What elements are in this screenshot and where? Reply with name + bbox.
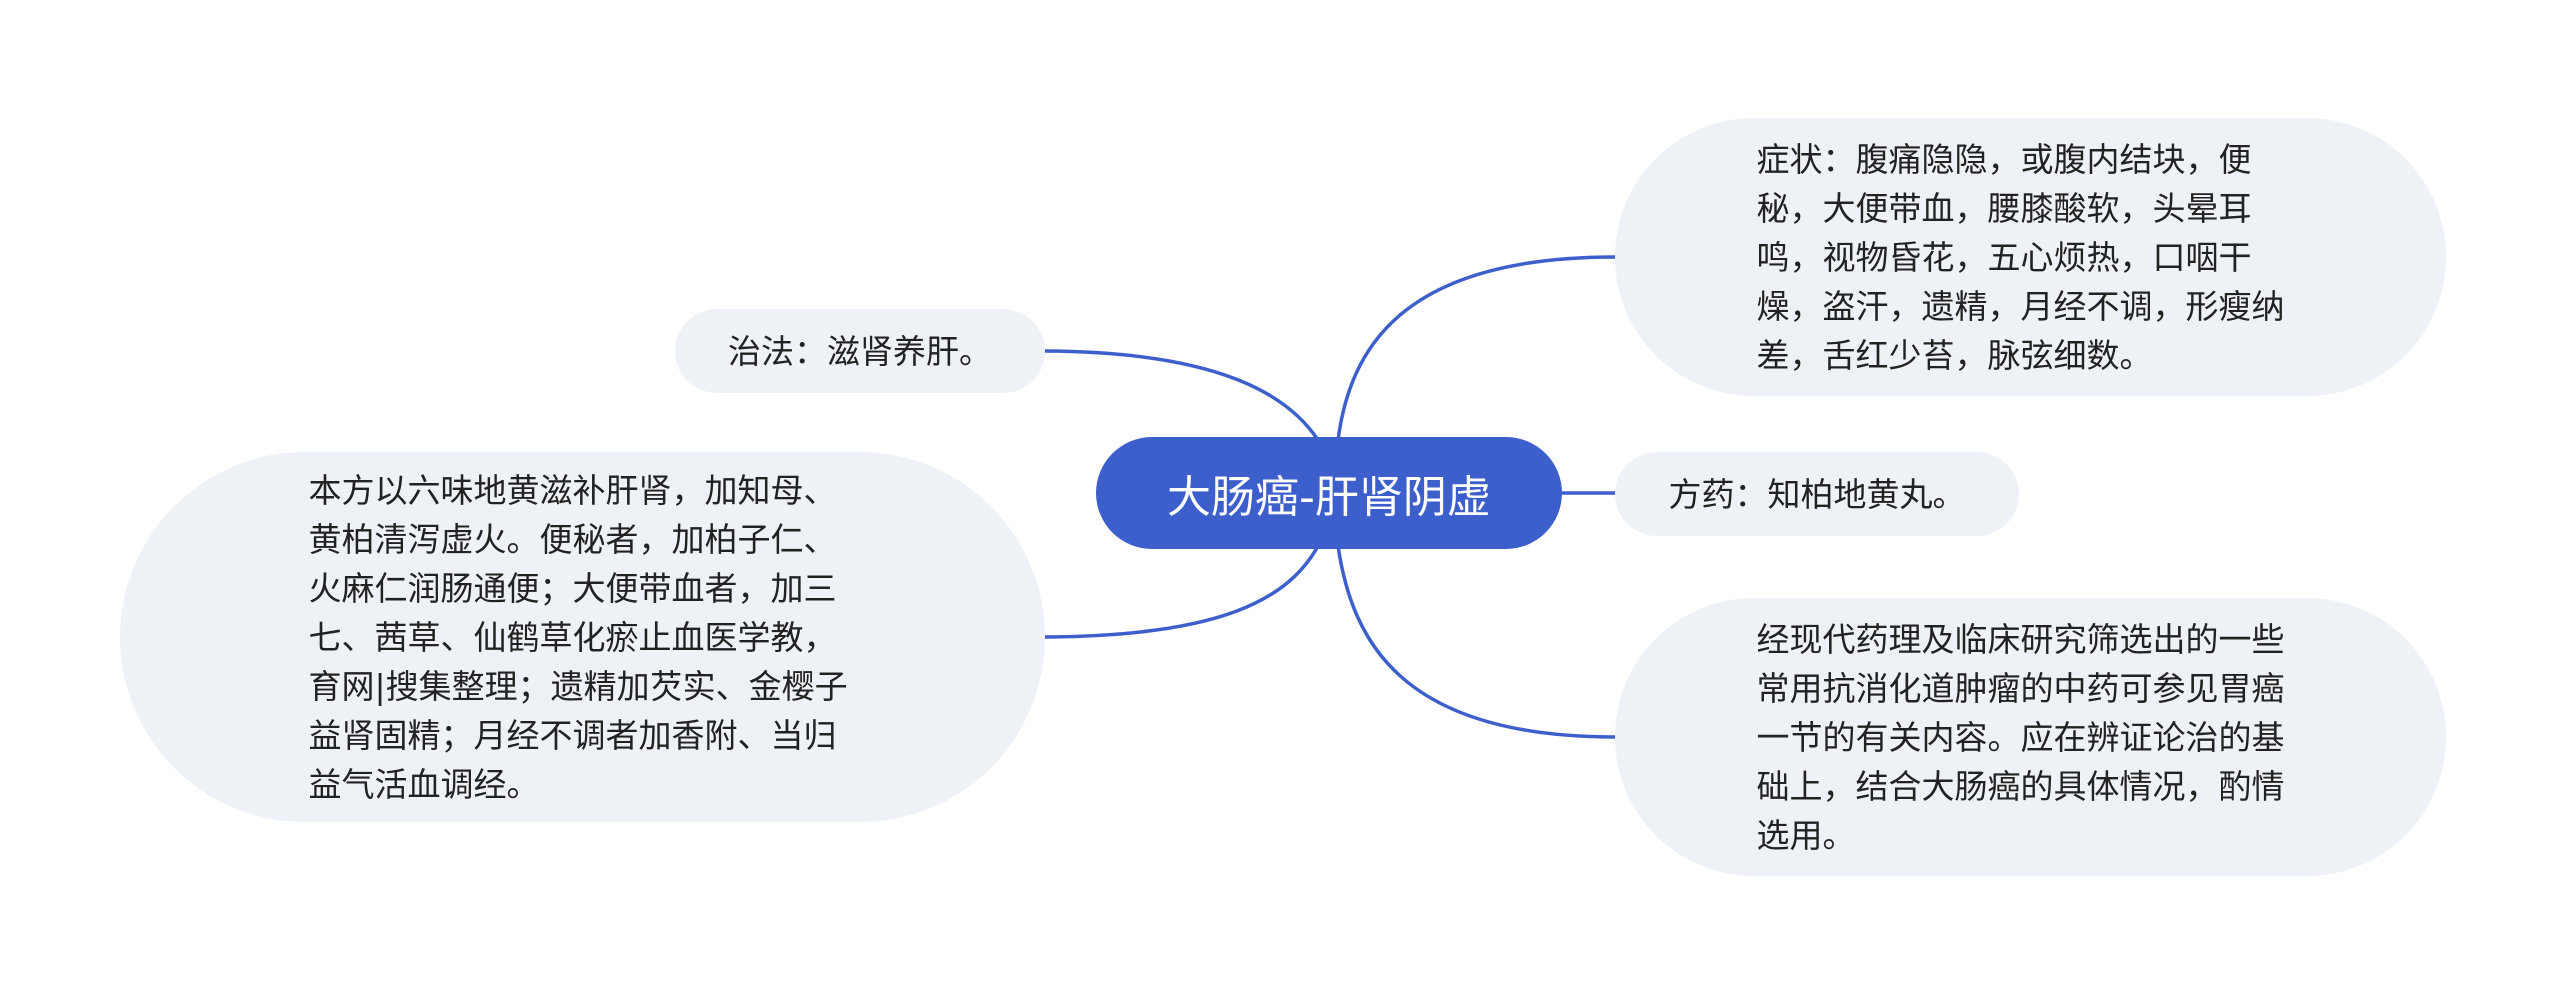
branch-herbs[interactable]: 经现代药理及临床研究筛选出的一些常用抗消化道肿瘤的中药可参见胃癌一节的有关内容。… <box>1615 598 2446 876</box>
branch-treatment[interactable]: 治法：滋肾养肝。 <box>675 309 1045 393</box>
branch-symptoms[interactable]: 症状：腹痛隐隐，或腹内结块，便秘，大便带血，腰膝酸软，头晕耳鸣，视物昏花，五心烦… <box>1615 118 2446 396</box>
branch-symptoms-label: 症状：腹痛隐隐，或腹内结块，便秘，大便带血，腰膝酸软，头晕耳鸣，视物昏花，五心烦… <box>1756 139 2285 375</box>
link-treatment <box>1043 349 1320 442</box>
branch-formula[interactable]: 方药：知柏地黄丸。 <box>1615 452 2019 536</box>
branch-explanation-label: 本方以六味地黄滋补肝肾，加知母、黄柏清泻虚火。便秘者，加柏子仁、火麻仁润肠通便；… <box>308 470 848 804</box>
link-herbs <box>1336 544 1617 739</box>
branch-formula-label: 方药：知柏地黄丸。 <box>1668 474 1966 514</box>
branch-herbs-label: 经现代药理及临床研究筛选出的一些常用抗消化道肿瘤的中药可参见胃癌一节的有关内容。… <box>1756 619 2285 855</box>
root-topic-label: 大肠癌-肝肾阴虚 <box>1167 472 1491 523</box>
branch-explanation[interactable]: 本方以六味地黄滋补肝肾，加知母、黄柏清泻虚火。便秘者，加柏子仁、火麻仁润肠通便；… <box>120 452 1045 822</box>
root-topic[interactable]: 大肠癌-肝肾阴虚 <box>1096 437 1562 549</box>
link-symptoms <box>1336 255 1617 442</box>
link-explanation <box>1043 544 1320 639</box>
branch-treatment-label: 治法：滋肾养肝。 <box>728 331 992 371</box>
